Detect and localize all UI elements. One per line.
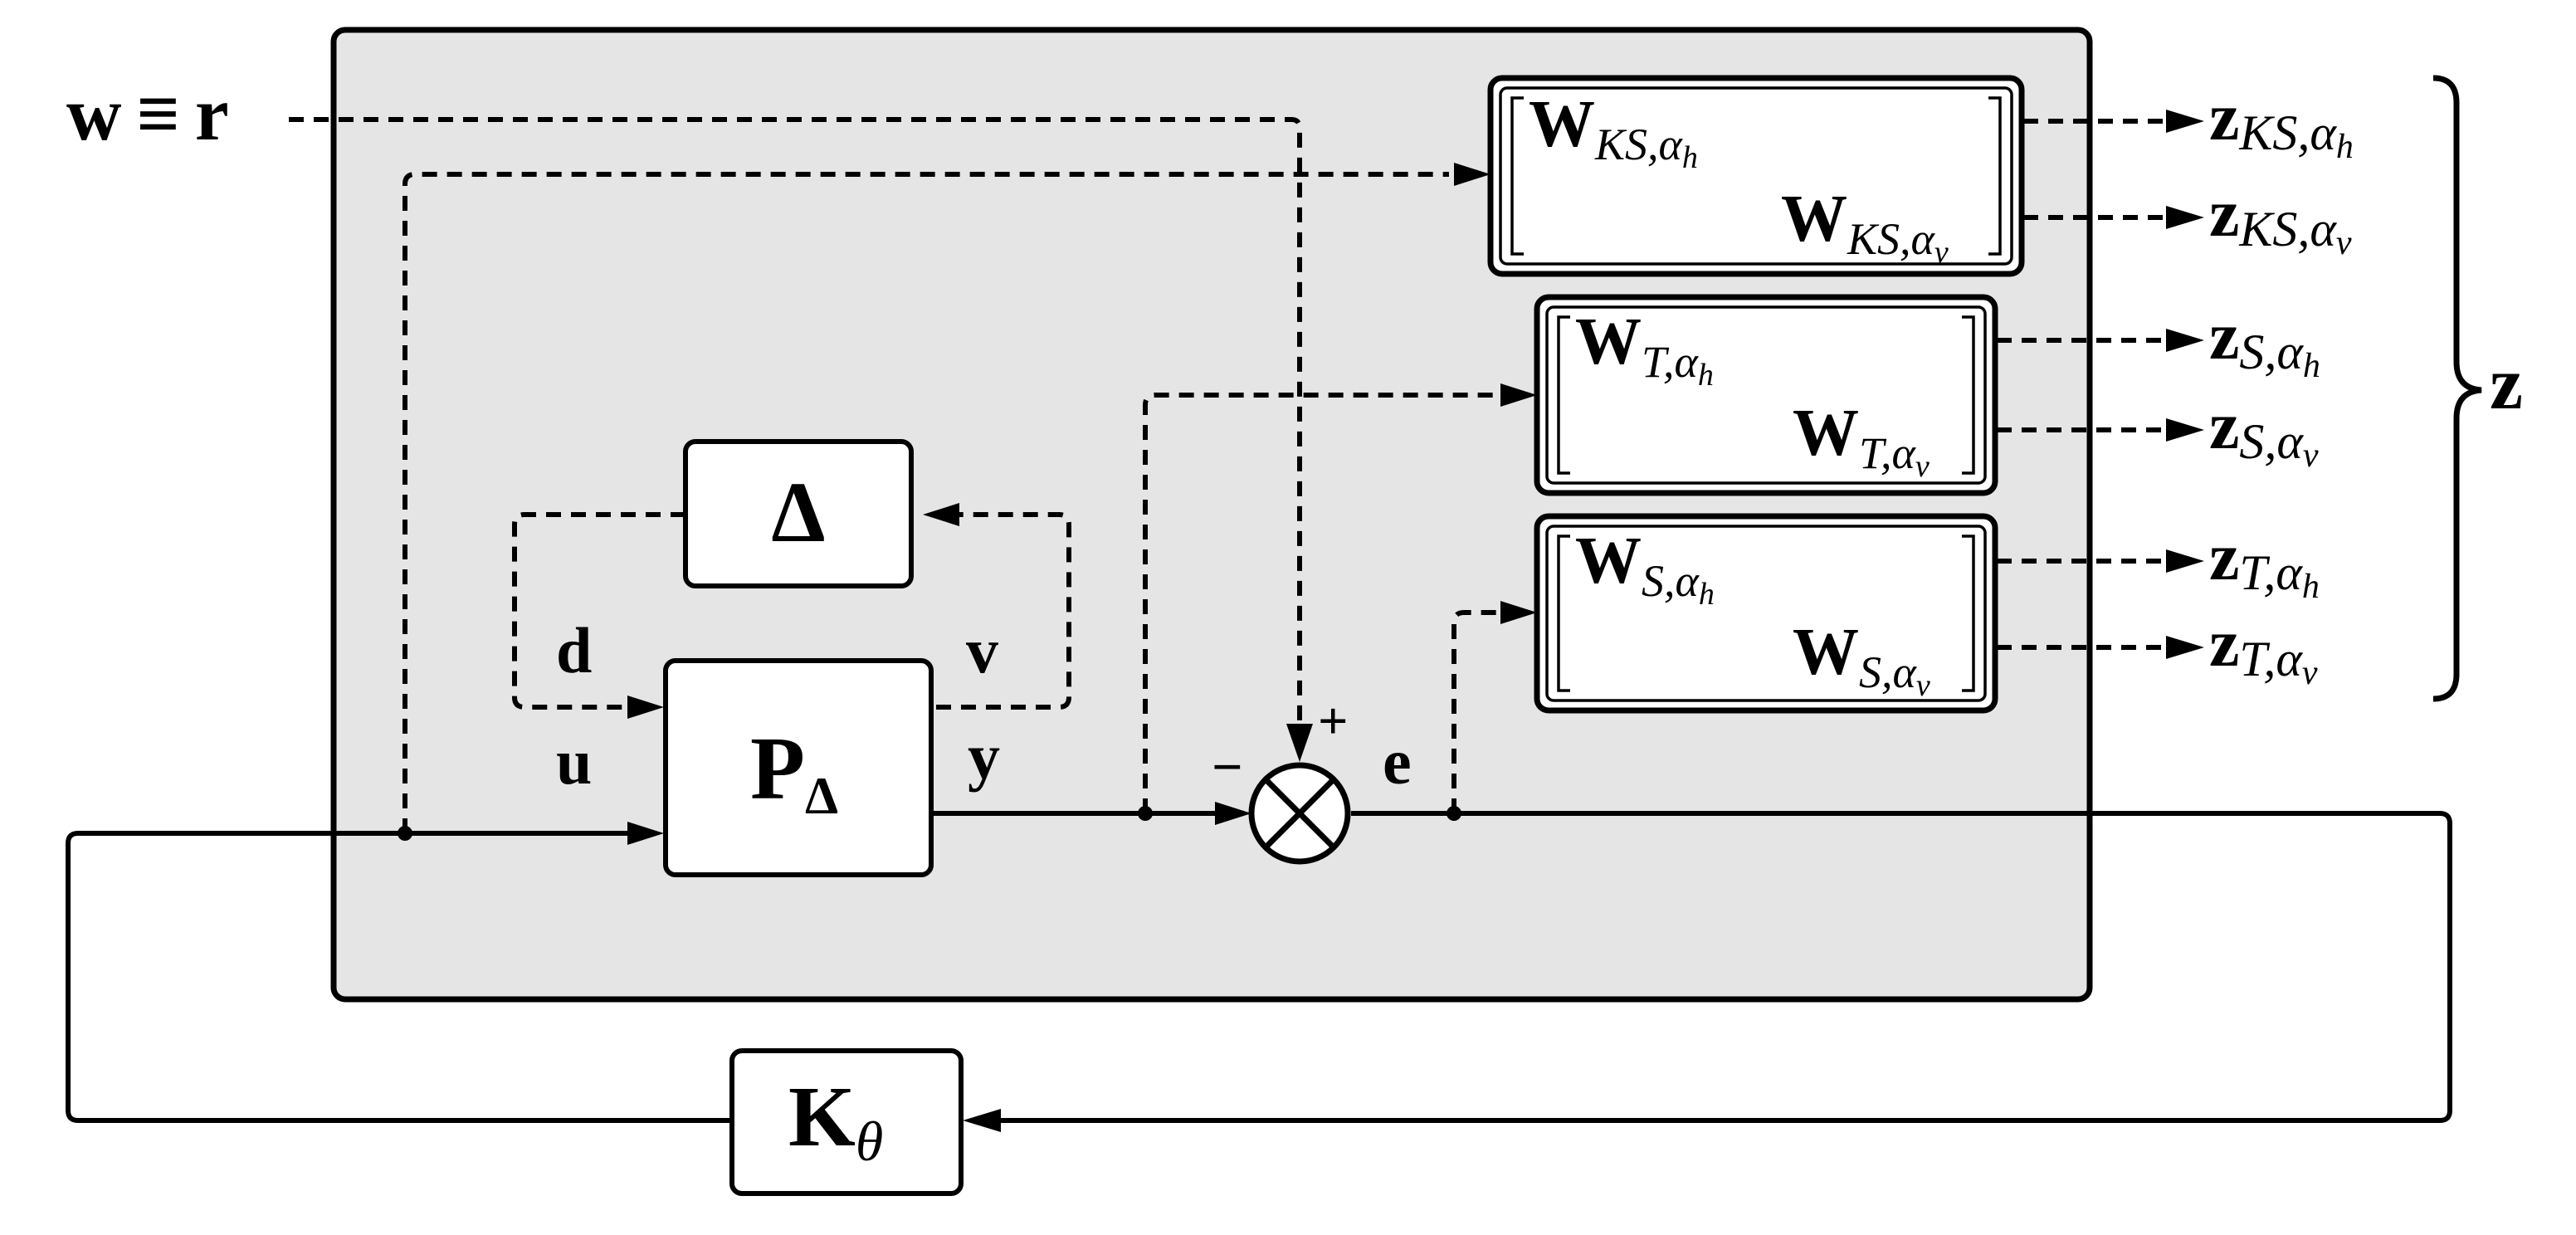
output-brace xyxy=(2432,75,2482,702)
weight-t-v: WT,αv xyxy=(1793,397,1930,484)
output-z-s-v: zS,αv xyxy=(2209,388,2319,475)
weight-block-ks: WKS,αh WKS,αv xyxy=(1487,75,2025,277)
junction-dot-u xyxy=(398,826,412,841)
arrowhead-to-wt xyxy=(1500,383,1537,407)
label-y: y xyxy=(968,720,1000,793)
reference-signal-line xyxy=(289,117,1302,730)
junction-dot-e xyxy=(1447,806,1461,821)
arrowhead-d-to-plant xyxy=(627,696,664,719)
arrowhead-plus-input xyxy=(1286,724,1313,762)
output-z-ks-v: zKS,αv xyxy=(2209,175,2352,262)
label-w-equiv-r: w≡r xyxy=(66,71,229,156)
delta-label: Δ xyxy=(771,465,825,560)
label-z: z xyxy=(2490,343,2523,425)
e-signal-line xyxy=(996,811,2452,1123)
output-z-t-v: zT,αv xyxy=(2209,605,2318,692)
plant-label: PΔ xyxy=(750,720,838,825)
output-z-ks-h: zKS,αh xyxy=(2209,79,2354,166)
arrowhead-minus-input xyxy=(1215,802,1251,825)
controller-subscript: θ xyxy=(856,1110,883,1173)
u-branch-line xyxy=(402,172,1449,833)
uncertainty-block xyxy=(683,439,914,588)
arrowhead-u-to-plant xyxy=(627,822,664,845)
weight-s-v: WS,αv xyxy=(1793,616,1930,703)
weight-t-h: WT,αh xyxy=(1575,305,1714,393)
weight-ks-h: WKS,αh xyxy=(1529,88,1698,175)
label-e: e xyxy=(1383,725,1412,798)
controller-label: Kθ xyxy=(788,1069,883,1173)
summing-junction xyxy=(1248,762,1351,865)
weight-ks-v: WKS,αv xyxy=(1781,183,1949,270)
v-signal-line xyxy=(936,512,1071,710)
controller-block xyxy=(729,1048,964,1196)
arrowhead-to-controller xyxy=(963,1109,1001,1132)
arrowhead-to-wks xyxy=(1454,163,1490,186)
plant-block xyxy=(663,658,934,877)
label-u: u xyxy=(556,725,592,798)
plus-sign: + xyxy=(1318,691,1348,750)
output-z-t-h: zT,αh xyxy=(2209,519,2320,606)
arrowhead-to-ws xyxy=(1500,601,1537,624)
weight-block-t: WT,αh WT,αv xyxy=(1534,294,1998,496)
output-labels: zKS,αh zKS,αv zS,αh zS,αv zT,αh zT,αv xyxy=(2209,79,2354,692)
y-branch-line xyxy=(1143,393,1499,813)
plant-subscript: Δ xyxy=(805,766,838,825)
label-d: d xyxy=(556,614,592,686)
label-v: v xyxy=(966,614,998,686)
output-z-s-h: zS,αh xyxy=(2209,298,2320,385)
minus-sign: − xyxy=(1212,737,1243,798)
output-lines xyxy=(1997,110,2204,659)
u-signal-line xyxy=(66,831,732,1123)
e-branch-line xyxy=(1451,610,1499,813)
junction-dot-y xyxy=(1138,806,1153,821)
weight-block-s: WS,αh WS,αv xyxy=(1534,513,1998,714)
arrowhead-to-delta xyxy=(923,503,959,526)
weight-s-h: WS,αh xyxy=(1575,525,1715,612)
d-signal-line xyxy=(512,512,685,710)
